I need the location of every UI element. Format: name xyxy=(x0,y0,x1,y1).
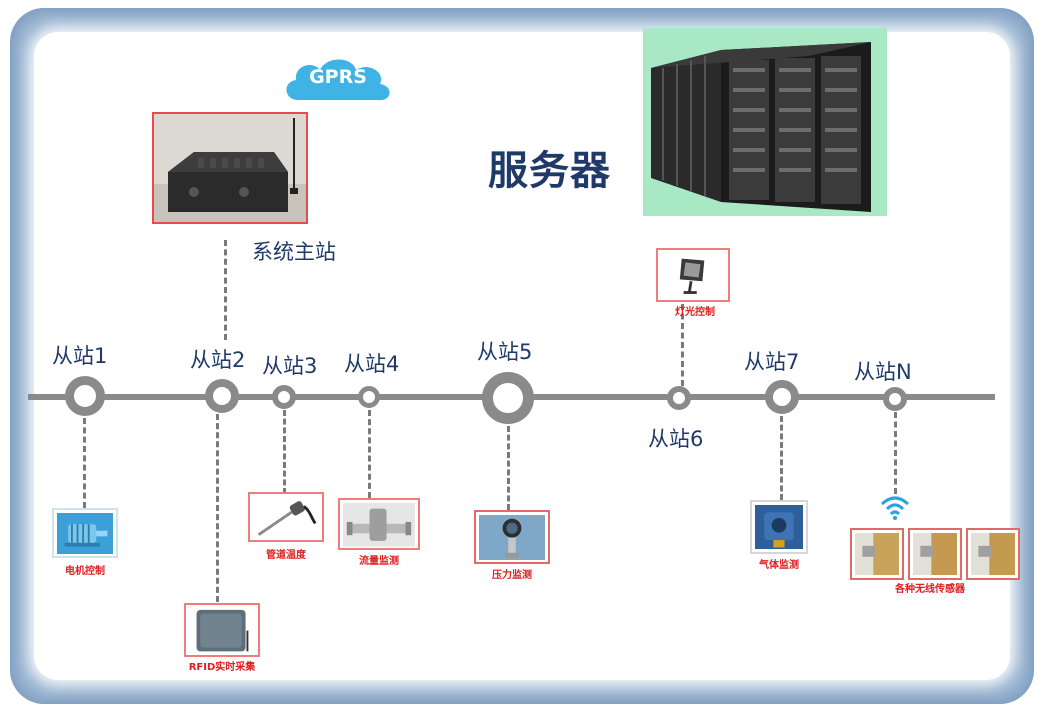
motor-control-caption: 电机控制 xyxy=(65,566,105,577)
wireless-sensor-1 xyxy=(850,528,904,580)
motor-control-device xyxy=(52,508,118,558)
station-label-6: 从站6 xyxy=(648,427,704,451)
gprs-label: GPRS xyxy=(309,66,367,88)
server-title: 服务器 xyxy=(488,148,611,194)
drop-line-7 xyxy=(780,416,783,500)
station-node-7 xyxy=(765,380,799,414)
drop-line-5 xyxy=(507,426,510,510)
station-node-5 xyxy=(482,372,534,424)
rfid-caption: RFID实时采集 xyxy=(188,662,256,673)
gprs-cloud: GPRS xyxy=(278,52,398,108)
station-node-3 xyxy=(272,385,296,409)
gas-monitor-device xyxy=(750,500,808,554)
station-label-4: 从站4 xyxy=(344,352,400,376)
cloud-icon xyxy=(286,59,390,101)
floodlight-icon xyxy=(679,258,705,294)
station-node-1 xyxy=(65,376,105,416)
wireless-sensor-3 xyxy=(966,528,1020,580)
drop-line-3 xyxy=(283,410,286,494)
pipe-temperature-caption: 管道温度 xyxy=(266,550,306,561)
station-node-4 xyxy=(358,386,380,408)
pressure-monitor-device xyxy=(474,510,550,564)
flow-meter-icon xyxy=(343,503,415,547)
station-node-2 xyxy=(205,379,239,413)
gas-detector-icon xyxy=(755,505,803,550)
light-control-caption: 灯光控制 xyxy=(675,307,715,318)
wifi-signal-icon xyxy=(880,496,910,520)
station-label-2: 从站2 xyxy=(190,348,246,372)
drop-line-2 xyxy=(216,414,219,602)
master-unit-icon xyxy=(154,114,306,222)
thermometer-probe-icon xyxy=(257,501,317,536)
wireless-sensor-2 xyxy=(908,528,962,580)
flow-monitor-caption: 流量监测 xyxy=(359,556,399,567)
server-rack-icon xyxy=(651,42,871,212)
pipe-temperature-device xyxy=(248,492,324,542)
station-label-n: 从站N xyxy=(854,360,912,384)
master-station-label: 系统主站 xyxy=(252,240,336,264)
rfid-reader-icon xyxy=(196,609,249,652)
rfid-device xyxy=(184,603,260,657)
wireless-sensor-caption: 各种无线传感器 xyxy=(895,584,965,595)
station-node-n xyxy=(883,387,907,411)
pressure-monitor-caption: 压力监测 xyxy=(492,570,532,581)
drop-line-4 xyxy=(368,410,371,498)
master-station-photo xyxy=(152,112,308,224)
station-label-1: 从站1 xyxy=(52,344,108,368)
server-panel xyxy=(643,28,887,216)
wireless-sensor-icon xyxy=(855,533,899,576)
station-node-6 xyxy=(667,386,691,410)
pressure-gauge-icon xyxy=(479,515,545,561)
drop-line-n xyxy=(894,412,897,494)
master-link-line xyxy=(224,240,227,340)
light-control-device xyxy=(656,248,730,302)
light-link-line xyxy=(681,304,684,386)
station-label-3: 从站3 xyxy=(262,354,318,378)
motor-icon xyxy=(57,513,113,555)
gas-monitor-caption: 气体监测 xyxy=(759,560,799,571)
wireless-sensor-icon xyxy=(913,533,957,576)
flow-monitor-device xyxy=(338,498,420,550)
drop-line-1 xyxy=(83,418,86,508)
station-label-5: 从站5 xyxy=(477,340,533,364)
wireless-sensor-icon xyxy=(971,533,1015,576)
station-label-7: 从站7 xyxy=(744,350,800,374)
